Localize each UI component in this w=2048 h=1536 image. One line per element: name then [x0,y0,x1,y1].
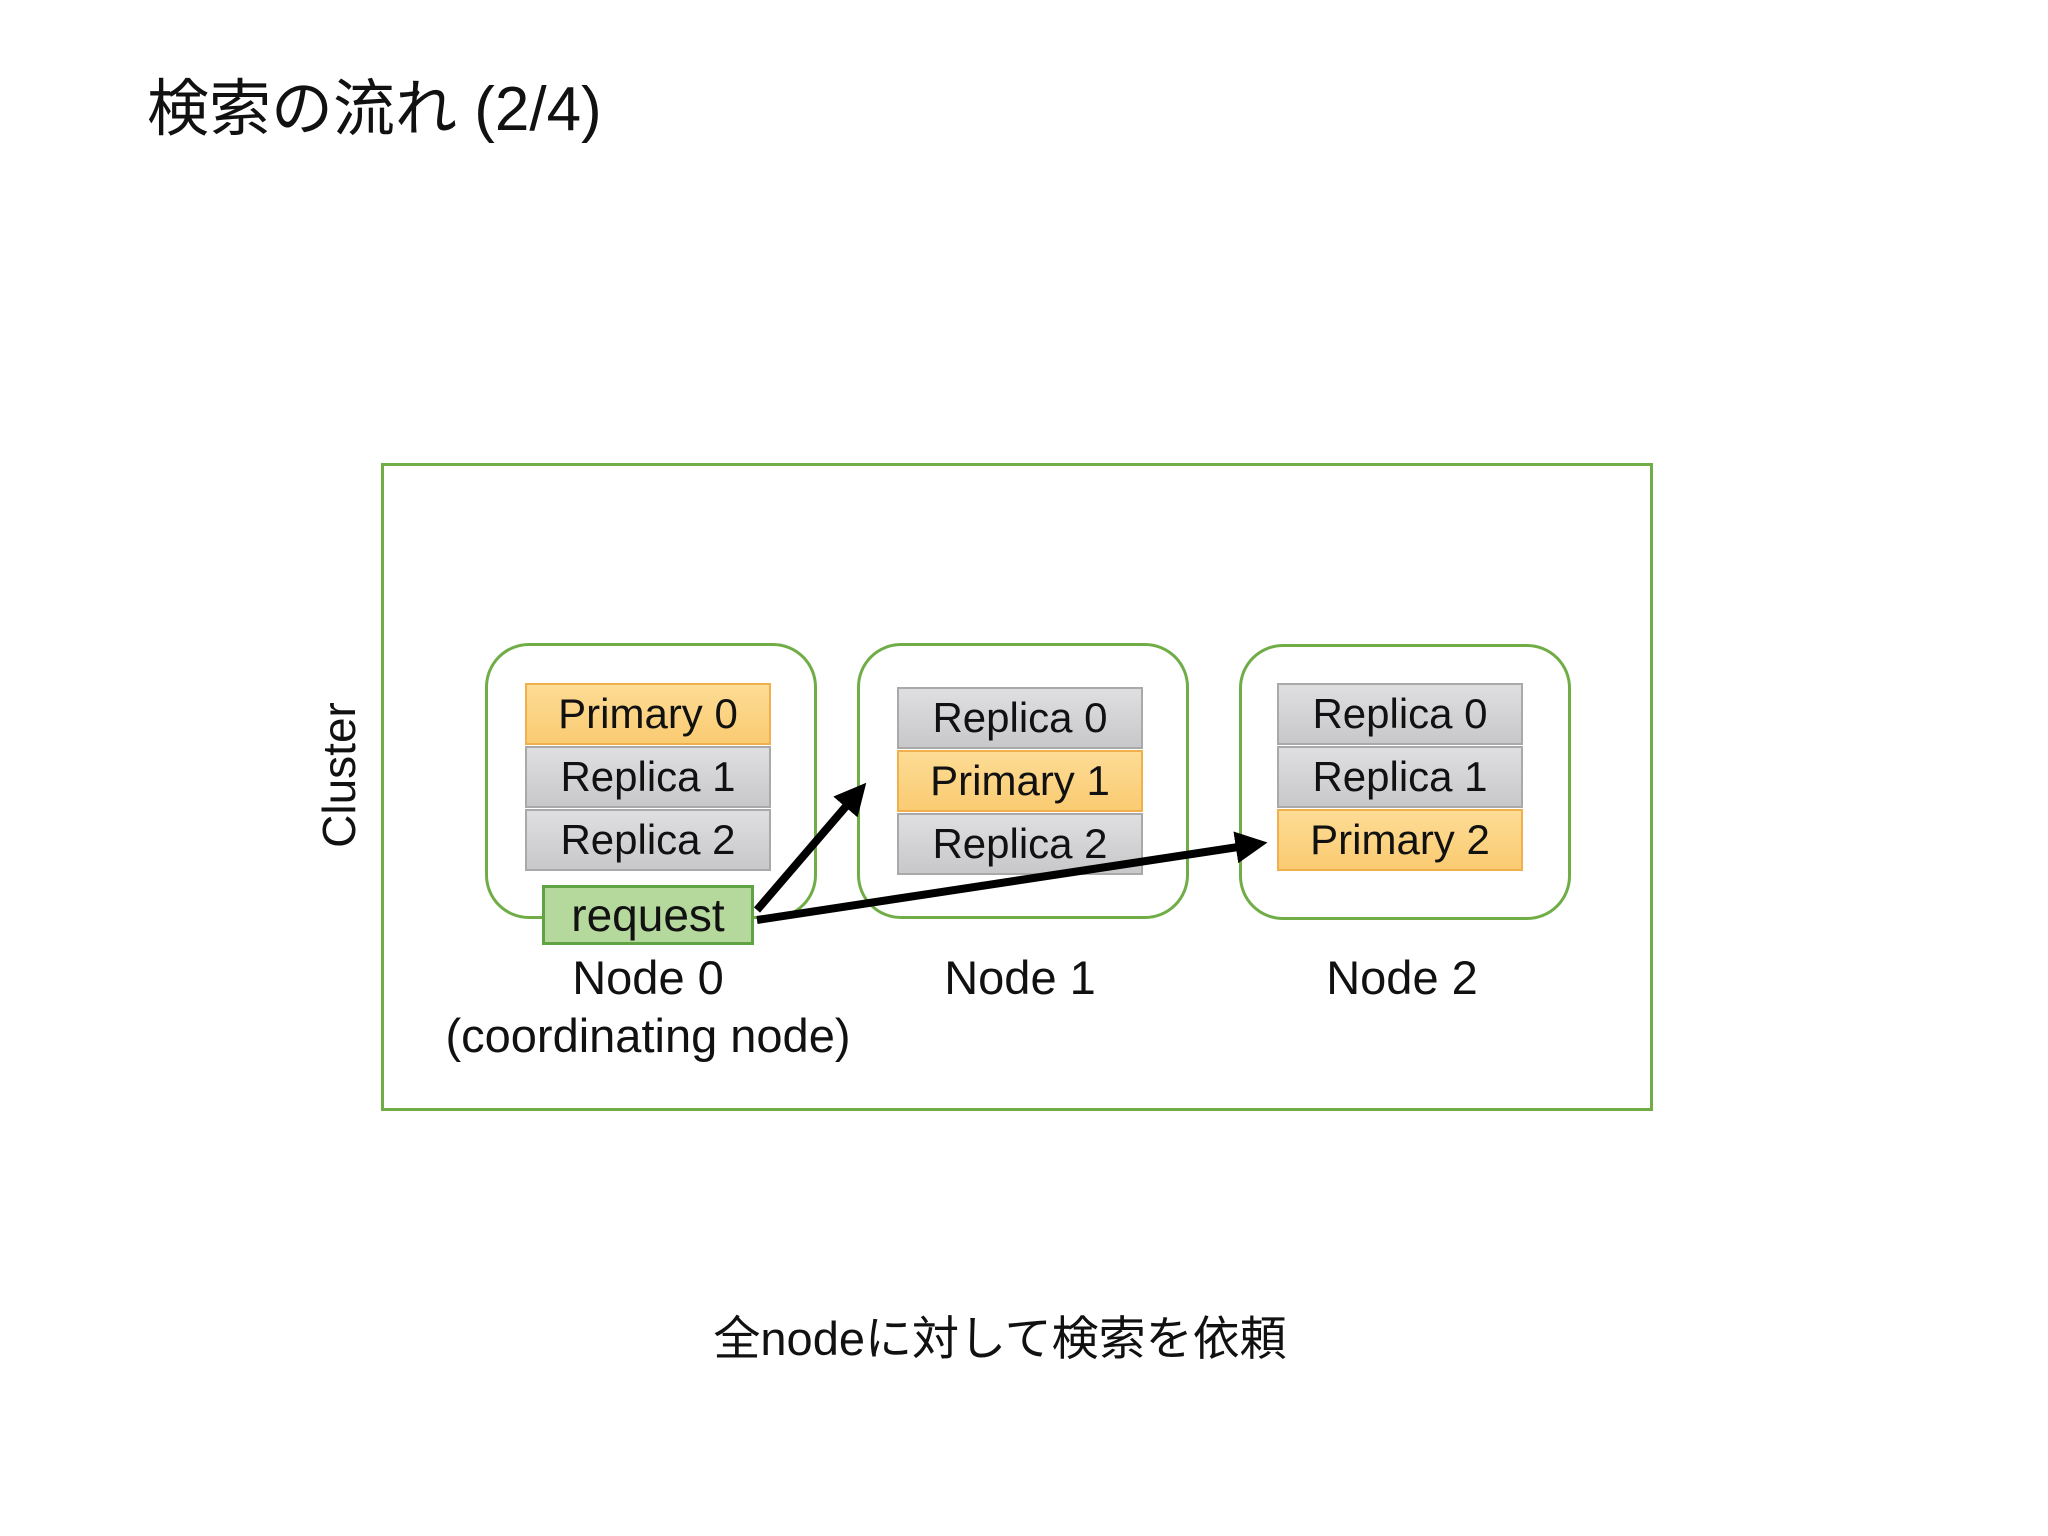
node1-label: Node 1 [944,951,1096,1004]
cluster-label: Cluster [313,702,365,848]
shard-primary-2: Primary 2 [1277,809,1523,871]
slide-caption: 全nodeに対して検索を依頼 [713,1312,1287,1365]
cluster-boundary [381,463,1653,1111]
slide-title: 検索の流れ (2/4) [147,75,602,144]
shard-replica-1: Replica 1 [525,746,771,808]
node0-label: Node 0 [572,951,724,1004]
shard-replica-0: Replica 0 [1277,683,1523,745]
shard-replica-2: Replica 2 [525,809,771,871]
node2-label: Node 2 [1326,951,1478,1004]
shard-primary-1: Primary 1 [897,750,1143,812]
node0-subtitle: (coordinating node) [445,1009,851,1062]
node2-box [1239,644,1571,920]
shard-replica-0: Replica 0 [897,687,1143,749]
request-box: request [542,885,754,945]
shard-replica-2: Replica 2 [897,813,1143,875]
shard-primary-0: Primary 0 [525,683,771,745]
shard-replica-1: Replica 1 [1277,746,1523,808]
